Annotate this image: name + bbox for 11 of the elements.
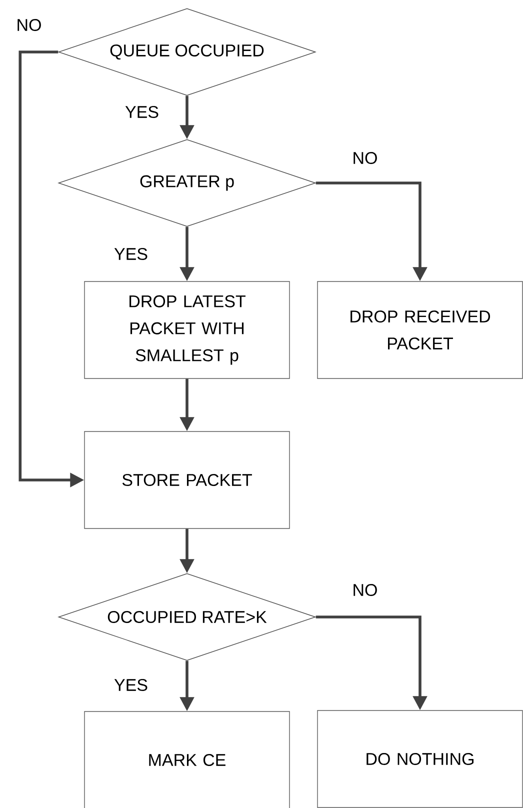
process-box: MARK CE	[84, 711, 290, 808]
edge-label: YES	[124, 104, 160, 120]
edge-label: YES	[113, 246, 149, 262]
edge-label: YES	[113, 678, 149, 692]
process-box: DO NOTHING	[317, 710, 523, 808]
process-box: DROP RECEIVED PACKET	[317, 281, 523, 379]
edge-label: NO	[15, 18, 43, 32]
edge-label: NO	[351, 582, 379, 598]
process-box: STORE PACKET	[84, 431, 290, 529]
process-box: DROP LATEST PACKET WITH SMALLEST p	[84, 281, 290, 379]
edge-label: NO	[351, 150, 379, 166]
